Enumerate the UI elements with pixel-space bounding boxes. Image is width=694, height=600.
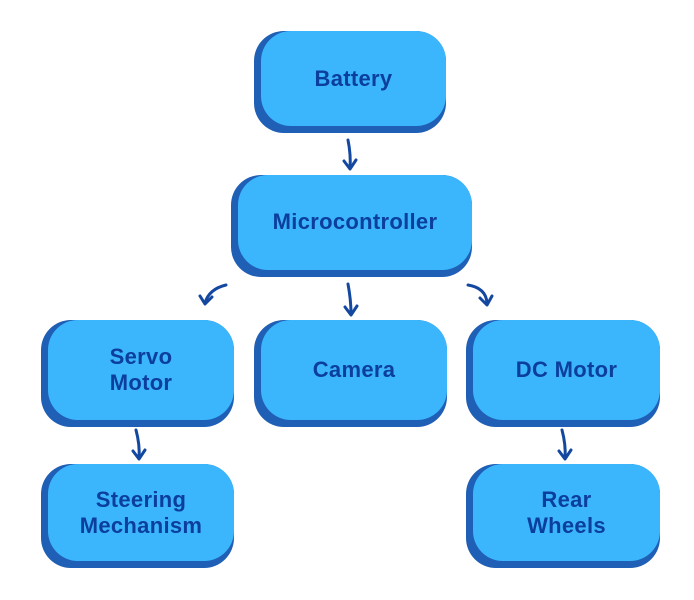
steering-mechanism-label: Steering Mechanism [79,486,203,538]
arrow-battery-to-microcontroller [342,138,358,171]
arrow-microcontroller-to-dcmotor [466,283,494,307]
battery-label: Battery [314,65,393,91]
arrow-servo-to-steering [131,428,147,461]
dc-motor-node: DC Motor [466,320,660,427]
steering-mechanism-node: Steering Mechanism [41,464,234,568]
rear-wheels-label: Rear Wheels [527,486,606,538]
camera-label: Camera [312,357,396,382]
camera-node: Camera [254,320,447,427]
dc-motor-label: DC Motor [515,357,618,382]
rear-wheels-node: Rear Wheels [466,464,660,568]
battery-node: Battery [254,31,446,133]
microcontroller-label: Microcontroller [272,208,438,234]
servo-motor-node: Servo Motor [41,320,234,427]
microcontroller-node: Microcontroller [231,175,472,277]
arrow-microcontroller-to-camera [343,282,359,317]
servo-motor-label: Servo Motor [109,344,173,395]
arrow-dcmotor-to-rear-wheels [557,428,573,461]
arrow-microcontroller-to-servo [198,283,228,306]
